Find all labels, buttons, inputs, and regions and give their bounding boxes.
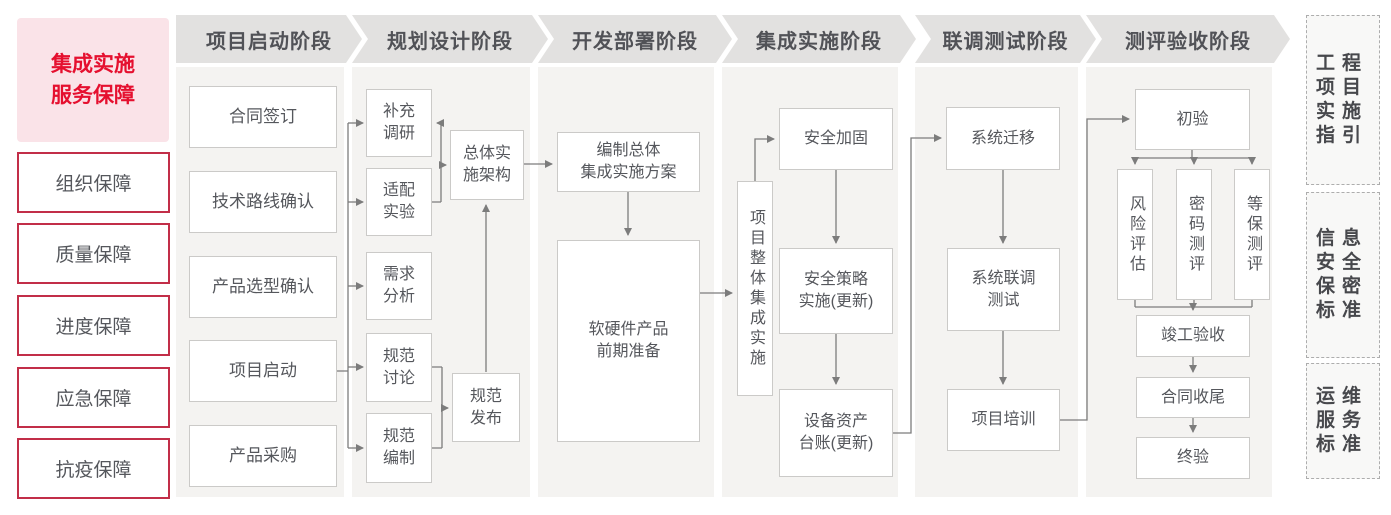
box-risk-assessment: 风险评估 (1117, 169, 1153, 300)
phase-header-evaluation-acceptance: 测评验收阶段 (1086, 15, 1290, 63)
box-overall-integration-plan: 编制总体 集成实施方案 (557, 132, 700, 192)
box-overall-implementation-architecture: 总体实 施架构 (450, 130, 524, 200)
box-security-hardening: 安全加固 (779, 108, 893, 170)
phase-header-dev-deployment: 开发部署阶段 (538, 15, 732, 63)
box-completion-acceptance: 竣工验收 (1136, 315, 1250, 357)
standard-engineering-project-guide: 工程项目实施指引 (1306, 15, 1380, 185)
box-tech-route-confirmation: 技术路线确认 (189, 171, 337, 233)
service-guarantee-title: 集成实施 服务保障 (17, 18, 169, 142)
box-system-joint-debugging-test: 系统联调 测试 (947, 248, 1060, 331)
standard-ops-maintenance-service-label: 运维服务标准 (1316, 386, 1369, 455)
guarantee-organization: 组织保障 (17, 152, 170, 213)
box-specification-drafting: 规范 编制 (366, 413, 432, 483)
standard-ops-maintenance-service: 运维服务标准 (1306, 363, 1380, 479)
box-product-procurement: 产品采购 (189, 425, 337, 487)
box-specification-release: 规范 发布 (452, 373, 520, 442)
phase-header-project-kickoff: 项目启动阶段 (176, 15, 362, 63)
box-requirements-analysis: 需求 分析 (366, 252, 432, 320)
box-system-migration: 系统迁移 (946, 107, 1060, 170)
box-specification-discussion: 规范 讨论 (366, 333, 432, 402)
standard-engineering-project-guide-label: 工程项目实施指引 (1316, 53, 1369, 146)
guarantee-schedule: 进度保障 (17, 295, 170, 356)
box-product-selection-confirmation: 产品选型确认 (189, 256, 337, 318)
box-overall-integration-implementation: 项目整体集成实施 (737, 181, 773, 396)
box-adaptation-testing: 适配 实验 (366, 168, 432, 236)
standard-info-security-confidentiality: 信息安全保密标准 (1306, 192, 1380, 358)
box-classified-protection-evaluation: 等保测评 (1234, 169, 1270, 300)
box-equipment-asset-ledger: 设备资产 台账(更新) (779, 389, 893, 477)
box-supplementary-research: 补充 调研 (366, 89, 432, 157)
box-final-acceptance: 终验 (1136, 437, 1250, 479)
box-cryptography-evaluation: 密码测评 (1176, 169, 1212, 300)
phase-header-integration-implementation: 集成实施阶段 (722, 15, 916, 63)
box-software-hardware-preparation: 软硬件产品 前期准备 (557, 240, 700, 442)
box-contract-closure: 合同收尾 (1136, 377, 1250, 418)
standard-info-security-confidentiality-label: 信息安全保密标准 (1316, 228, 1369, 321)
phase-header-joint-testing: 联调测试阶段 (915, 15, 1096, 63)
box-security-policy-implementation: 安全策略 实施(更新) (779, 248, 893, 334)
box-project-training: 项目培训 (947, 389, 1060, 451)
guarantee-quality: 质量保障 (17, 223, 170, 284)
guarantee-epidemic: 抗疫保障 (17, 438, 170, 499)
guarantee-emergency: 应急保障 (17, 367, 170, 428)
box-preliminary-acceptance: 初验 (1135, 89, 1250, 150)
phase-header-planning-design: 规划设计阶段 (352, 15, 548, 63)
box-contract-signing: 合同签订 (189, 86, 337, 148)
box-project-kickoff: 项目启动 (189, 340, 337, 402)
